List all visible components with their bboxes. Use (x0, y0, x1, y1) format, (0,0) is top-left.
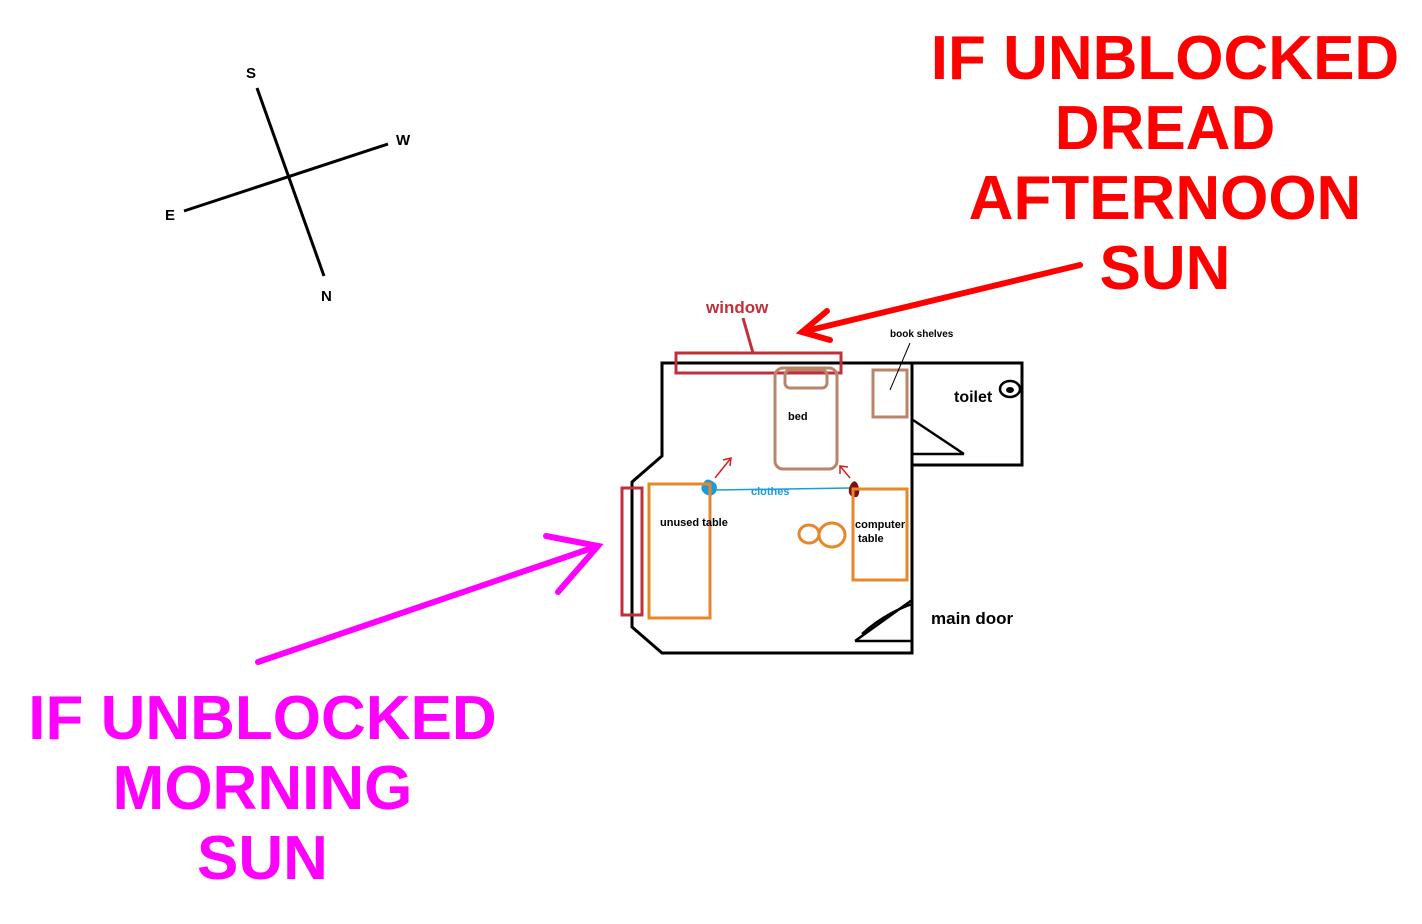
toilet-label: toilet (954, 389, 993, 406)
toilet-bowl (998, 379, 1022, 399)
computer-table-label-line2: table (858, 533, 884, 545)
afternoon-callout-line3: AFTERNOON (968, 164, 1362, 233)
top-window (674, 351, 843, 375)
unused-table (647, 482, 712, 620)
book-shelves-label: book shelves (890, 329, 954, 340)
afternoon-callout-line1: IF UNBLOCKED (930, 24, 1400, 93)
window-leader-line (741, 317, 755, 354)
compass: S W E N (165, 65, 411, 305)
unused-table-label: unused table (660, 517, 728, 529)
bed-label: bed (788, 411, 808, 423)
clothes-line (715, 487, 851, 491)
chair-large (817, 521, 847, 549)
compass-axis-sn (255, 87, 326, 277)
book-shelves (871, 368, 909, 419)
main-door-label: main door (931, 609, 1014, 628)
small-arrow-right (839, 465, 851, 479)
morning-callout-line3: SUN (197, 824, 328, 893)
morning-callout-line2: MORNING (112, 754, 413, 823)
morning-sun-callout: IF UNBLOCKED MORNING SUN (10, 684, 515, 894)
compass-axis-ew (183, 142, 389, 213)
computer-table (851, 487, 909, 582)
bed (773, 366, 839, 471)
main-room-outline (630, 361, 914, 655)
afternoon-sun-callout: IF UNBLOCKED DREAD AFTERNOON SUN (905, 24, 1422, 304)
compass-east-label: E (165, 207, 175, 224)
toilet-outline (912, 361, 1024, 467)
afternoon-callout-line4: SUN (1099, 234, 1231, 303)
window-label: window (705, 298, 769, 317)
small-arrow-left (714, 457, 732, 479)
compass-west-label: W (396, 132, 411, 149)
main-door-symbol (854, 598, 914, 643)
book-shelves-leader (889, 342, 911, 391)
toilet-bowl-inner (1006, 387, 1014, 393)
compass-south-label: S (246, 65, 256, 82)
chair-small (797, 523, 821, 545)
room-walls (630, 361, 1024, 655)
clothes-label: clothes (751, 486, 790, 498)
morning-callout-line1: IF UNBLOCKED (28, 684, 497, 753)
compass-north-label: N (321, 288, 332, 305)
bed-pillow (783, 368, 829, 390)
left-window (620, 486, 644, 617)
morning-sun-arrow (255, 533, 604, 665)
computer-table-label-line1: computer (855, 519, 906, 531)
afternoon-callout-line2: DREAD (1054, 94, 1276, 163)
toilet-door (912, 418, 965, 456)
afternoon-sun-arrow (795, 262, 1083, 343)
